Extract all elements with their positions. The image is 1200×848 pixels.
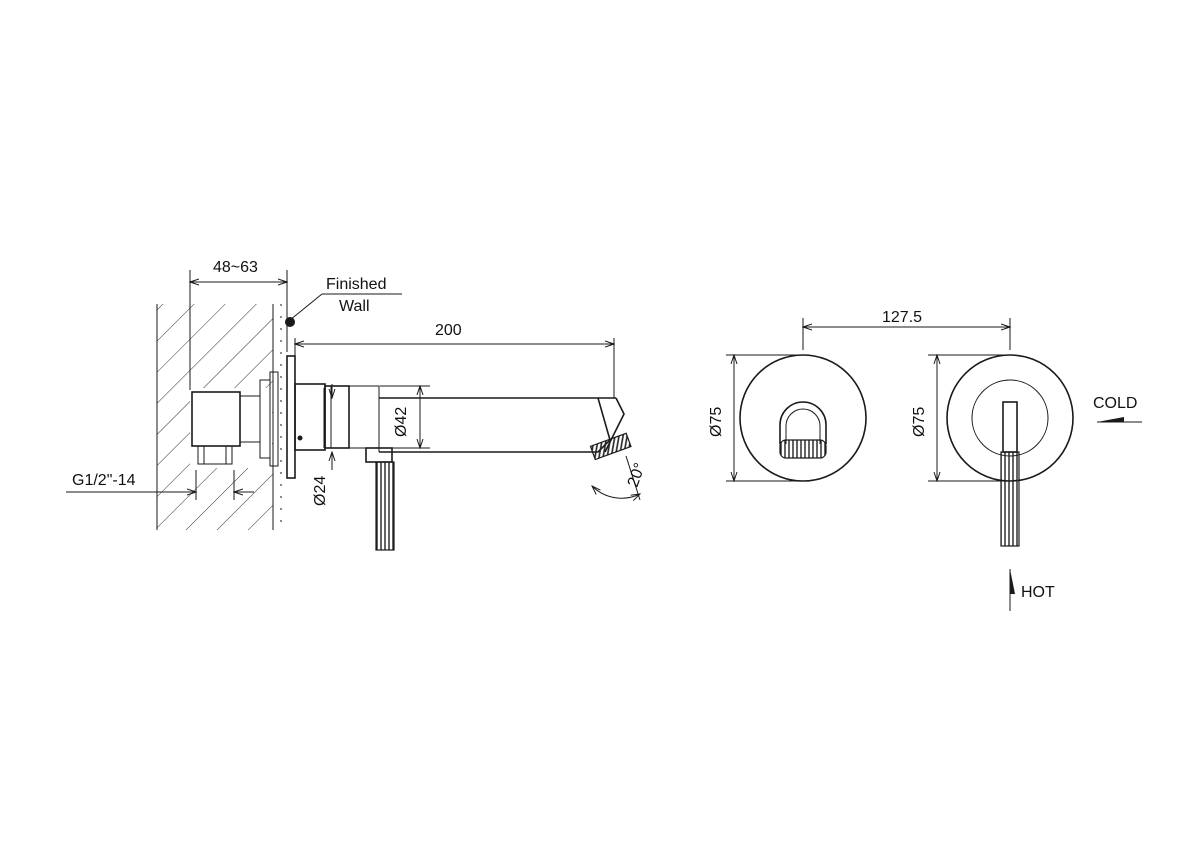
concealed-valve-body (191, 371, 279, 467)
dim-wall-thickness (190, 270, 287, 390)
dim-thread (66, 470, 254, 500)
dim-spout-diameter (380, 386, 430, 448)
dim-handle-diameter (323, 384, 332, 470)
dim-right-plate-diameter (928, 355, 1010, 481)
wall-section (156, 304, 282, 530)
left-plate-diameter-label: Ø75 (708, 407, 725, 437)
spout-front-plate (739, 354, 867, 482)
finished-wall-label-line2: Wall (339, 298, 370, 315)
wall-thickness-label: 48~63 (213, 259, 258, 276)
spout-diameter-label: Ø42 (393, 407, 410, 437)
right-plate-diameter-label: Ø75 (911, 407, 928, 437)
hot-label: HOT (1021, 584, 1055, 601)
spout-length-label: 200 (435, 322, 462, 339)
dim-spout-length (295, 338, 614, 398)
thread-label: G1/2"-14 (72, 472, 136, 489)
hot-arrow-icon (1009, 569, 1015, 611)
cold-label: COLD (1093, 395, 1137, 412)
spout (294, 383, 625, 453)
mixer-front-plate (946, 354, 1074, 547)
side-view: 48~63 Finished Wall 200 Ø42 Ø24 (66, 259, 649, 551)
wall-cover-plate (286, 355, 296, 479)
aerator-front (779, 439, 827, 459)
finished-wall-label-line1: Finished (326, 276, 386, 293)
handle-diameter-label: Ø24 (312, 476, 329, 506)
cold-arrow-icon (1097, 417, 1142, 423)
mixer-handle-front (1000, 451, 1020, 547)
plate-spacing-label: 127.5 (882, 309, 922, 326)
front-views: 127.5 Ø75 Ø75 (708, 309, 1142, 611)
dim-left-plate-diameter (726, 355, 803, 481)
finished-wall-callout (285, 293, 402, 327)
dim-plate-spacing (803, 318, 1010, 350)
plate-screw (297, 435, 303, 441)
lever-handle (365, 447, 395, 551)
dim-outlet-angle (592, 455, 640, 500)
aerator (589, 432, 632, 461)
